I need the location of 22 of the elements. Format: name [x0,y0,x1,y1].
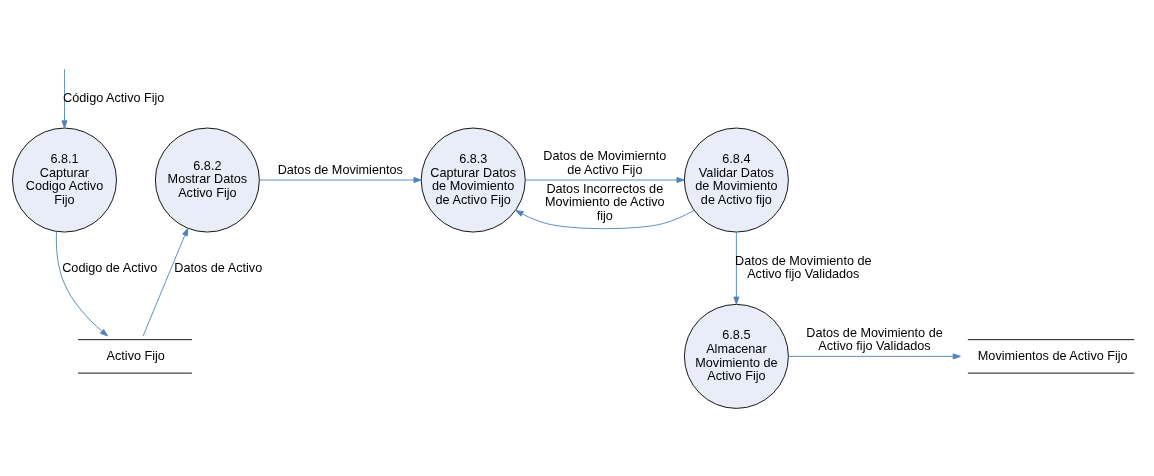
arrow [515,209,695,229]
node-text: Movimientos de Activo Fijo [977,348,1128,363]
edge-label: Codigo de Activo [62,260,158,275]
arrow [525,176,685,183]
edge-label: Datos de Movimiernto de Activo Fijo [543,148,667,177]
arrow [259,176,422,183]
edge-label: Datos de Movimientos [277,162,403,177]
arrow [55,230,108,336]
node-text: Activo Fijo [106,348,165,363]
arrow [733,231,740,305]
node-circle: 6.8.2 Mostrar Datos Activo Fijo [154,127,260,232]
edge-label: Datos de Activo [174,260,263,275]
edge-label: Datos de Movimiento de Activo fijo Validados [806,325,943,353]
node-circle: 6.8.4 Validar Datos de Movimiento de Activo fijo [683,127,789,232]
edge-label: Código Activo Fijo [63,90,165,105]
arrow [142,227,189,336]
node-circle: 6.8.5 Almacenar Movimiento de Activo Fijo [683,303,789,409]
arrow [61,68,68,128]
edge-label: Datos Incorrectos de Movimiento de Activo fijo [545,181,665,223]
node-circle: 6.8.1 Capturar Codigo Activo Fijo [12,127,117,232]
arrow [788,352,961,359]
edge-label: Datos de Movimiento de Activo fijo Validados [735,253,872,281]
